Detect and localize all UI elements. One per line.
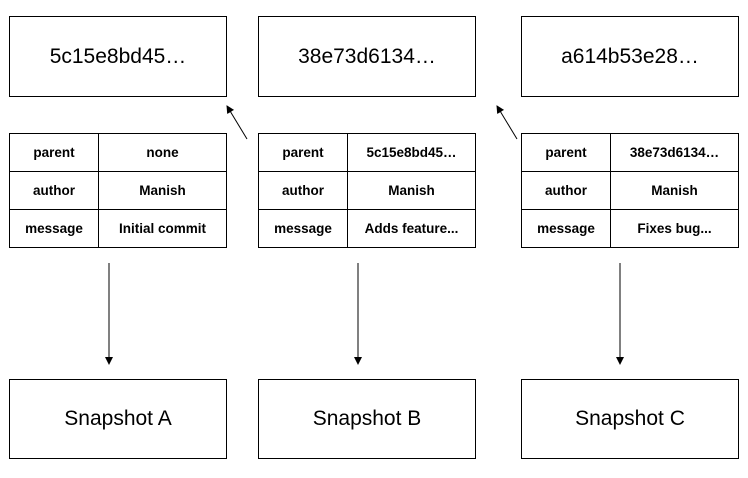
author-key: author	[9, 171, 99, 210]
parent-key: parent	[9, 133, 99, 172]
snapshot-box: Snapshot A	[9, 379, 227, 459]
parent-arrow	[226, 105, 248, 140]
message-value: Initial commit	[98, 209, 227, 248]
commit-hash-label: 5c15e8bd45…	[49, 44, 187, 68]
author-key: author	[258, 171, 348, 210]
table-row: author Manish	[9, 171, 227, 210]
commit-hash-box: 38e73d6134…	[258, 16, 476, 97]
parent-arrow	[496, 105, 518, 140]
commit-metadata-table: parent 5c15e8bd45… author Manish message…	[258, 133, 476, 248]
table-row: parent none	[9, 133, 227, 172]
snapshot-box: Snapshot B	[258, 379, 476, 459]
parent-key: parent	[258, 133, 348, 172]
table-row: author Manish	[521, 171, 739, 210]
commit-hash-box: a614b53e28…	[521, 16, 739, 97]
table-row: message Initial commit	[9, 209, 227, 248]
message-key: message	[258, 209, 348, 248]
table-row: message Fixes bug...	[521, 209, 739, 248]
message-key: message	[521, 209, 611, 248]
snapshot-label: Snapshot C	[575, 407, 685, 430]
author-key: author	[521, 171, 611, 210]
snapshot-label: Snapshot B	[312, 407, 422, 430]
snapshot-box: Snapshot C	[521, 379, 739, 459]
commit-metadata-table: parent none author Manish message Initia…	[9, 133, 227, 248]
commit-metadata-table: parent 38e73d6134… author Manish message…	[521, 133, 739, 248]
table-row: parent 5c15e8bd45…	[258, 133, 476, 172]
message-value: Adds feature...	[347, 209, 476, 248]
author-value: Manish	[610, 171, 739, 210]
message-value: Fixes bug...	[610, 209, 739, 248]
author-value: Manish	[347, 171, 476, 210]
commit-hash-label: 38e73d6134…	[298, 44, 436, 68]
table-row: parent 38e73d6134…	[521, 133, 739, 172]
commit-hash-box: 5c15e8bd45…	[9, 16, 227, 97]
table-row: message Adds feature...	[258, 209, 476, 248]
parent-value: 5c15e8bd45…	[347, 133, 476, 172]
snapshot-label: Snapshot A	[64, 407, 172, 430]
commit-hash-label: a614b53e28…	[561, 44, 699, 68]
author-value: Manish	[98, 171, 227, 210]
table-row: author Manish	[258, 171, 476, 210]
